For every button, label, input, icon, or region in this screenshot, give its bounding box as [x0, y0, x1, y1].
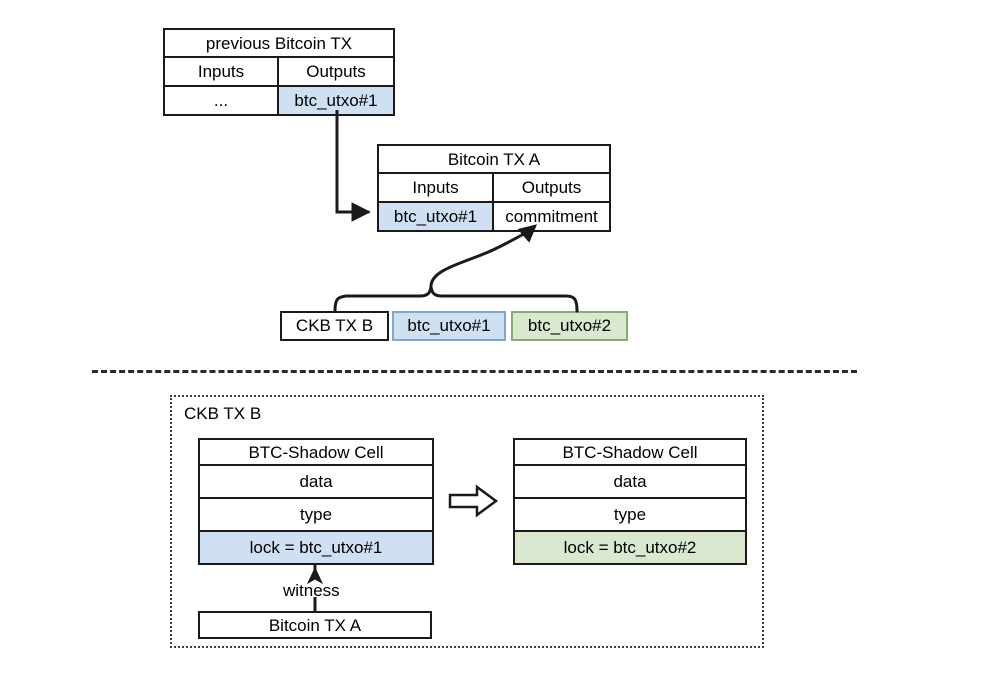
ckb-tx-b-label-box: CKB TX B	[280, 311, 389, 341]
ckb-tx-b-brace	[333, 286, 579, 313]
prev-output-btc-utxo-1: btc_utxo#1	[279, 87, 393, 114]
tx-a-col-header-outputs: Outputs	[521, 178, 582, 197]
input-cell-type-row: type	[299, 505, 333, 524]
previous-bitcoin-tx-table: previous Bitcoin TX Inputs Outputs ... b…	[163, 28, 395, 116]
input-cell-title: BTC-Shadow Cell	[248, 442, 384, 462]
table-row: type	[515, 499, 745, 532]
table-row: lock = btc_utxo#2	[515, 532, 745, 563]
table-row: ... btc_utxo#1	[165, 87, 393, 114]
bitcoin-tx-a-title: Bitcoin TX A	[447, 149, 541, 169]
table-row: Bitcoin TX A	[379, 146, 609, 174]
input-btc-shadow-cell: BTC-Shadow Cell data type lock = btc_utx…	[198, 438, 434, 565]
witness-source-label: Bitcoin TX A	[268, 615, 362, 635]
table-row: previous Bitcoin TX	[165, 30, 393, 58]
table-row: Inputs Outputs	[165, 58, 393, 87]
ckb-tx-b-group-label: CKB TX B	[184, 404, 262, 423]
prev-col-header-inputs: Inputs	[165, 58, 279, 85]
table-row: lock = btc_utxo#1	[200, 532, 432, 563]
output-cell-lock-row: lock = btc_utxo#2	[515, 532, 745, 563]
output-cell-title: BTC-Shadow Cell	[562, 442, 698, 462]
table-row: data	[200, 466, 432, 499]
section-divider	[92, 370, 857, 373]
tx-a-col-header-inputs: Inputs	[379, 174, 494, 201]
witness-label: witness	[283, 581, 340, 600]
tx-a-output-commitment: commitment	[505, 207, 598, 226]
ckb-tx-b-group-box	[170, 395, 764, 648]
previous-bitcoin-tx-title: previous Bitcoin TX	[205, 33, 353, 53]
ckb-tx-b-item-btc-utxo-1: btc_utxo#1	[392, 311, 506, 341]
output-cell-type-row: type	[613, 505, 647, 524]
output-cell-data-row: data	[613, 472, 647, 491]
table-row: BTC-Shadow Cell	[515, 440, 745, 466]
ckb-tx-b-item-btc-utxo-2: btc_utxo#2	[511, 311, 628, 341]
connector-prev-utxo-to-tx-a	[335, 110, 371, 222]
tx-a-input-btc-utxo-1: btc_utxo#1	[379, 203, 494, 230]
table-row: Inputs Outputs	[379, 174, 609, 203]
table-row: BTC-Shadow Cell	[200, 440, 432, 466]
prev-input-value: ...	[165, 87, 279, 114]
table-row: type	[200, 499, 432, 532]
input-cell-data-row: data	[299, 472, 333, 491]
bitcoin-tx-a-table: Bitcoin TX A Inputs Outputs btc_utxo#1 c…	[377, 144, 611, 232]
input-cell-lock-row: lock = btc_utxo#1	[200, 532, 432, 563]
table-row: btc_utxo#1 commitment	[379, 203, 609, 230]
connector-brace-to-commitment	[429, 224, 538, 289]
prev-col-header-outputs: Outputs	[306, 62, 366, 81]
witness-source-box: Bitcoin TX A	[198, 611, 432, 639]
output-btc-shadow-cell: BTC-Shadow Cell data type lock = btc_utx…	[513, 438, 747, 565]
table-row: data	[515, 466, 745, 499]
